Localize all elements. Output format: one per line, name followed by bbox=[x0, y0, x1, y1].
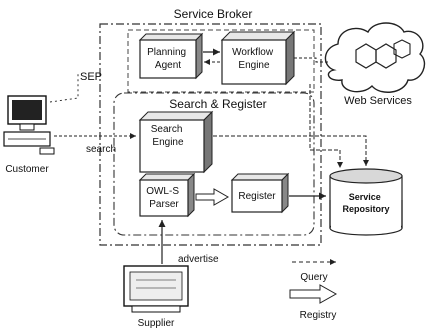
register-box bbox=[230, 172, 290, 214]
search-engine-label: Search Engine bbox=[151, 124, 185, 148]
customer-computer-icon bbox=[3, 95, 55, 155]
owls-parser-label: OWL-S Parser bbox=[146, 186, 182, 210]
workflow-web-link bbox=[294, 57, 330, 63]
customer-label: Customer bbox=[5, 164, 49, 175]
workflow-to-repository-link bbox=[309, 84, 343, 168]
search-register-title: Search & Register bbox=[169, 97, 266, 111]
legend-registry-arrow bbox=[289, 284, 338, 304]
planning-agent-box bbox=[138, 32, 204, 80]
workflow-engine-box bbox=[220, 30, 296, 86]
workflow-engine-label: Workflow Engine bbox=[232, 47, 276, 71]
web-services-cloud bbox=[324, 22, 426, 93]
owls-parser-box bbox=[138, 172, 196, 218]
planning-agent-label: Planning Agent bbox=[147, 47, 189, 71]
register-label: Register bbox=[238, 191, 276, 202]
service-repository-cylinder bbox=[329, 168, 403, 236]
supplier-device-icon bbox=[123, 265, 189, 313]
supplier-label: Supplier bbox=[138, 318, 175, 328]
service-repository-label: Service Repository bbox=[342, 192, 389, 214]
search-to-repository-link bbox=[213, 135, 369, 166]
legend-query-label: Query bbox=[300, 272, 327, 283]
service-broker-box bbox=[99, 23, 322, 246]
web-services-label: Web Services bbox=[344, 95, 412, 107]
advertise-label: advertise bbox=[178, 254, 219, 265]
search-engine-box bbox=[138, 110, 214, 174]
parser-to-register-arrow bbox=[195, 188, 230, 206]
search-register-box bbox=[113, 92, 315, 236]
search-label: search bbox=[86, 144, 116, 155]
service-broker-title: Service Broker bbox=[174, 7, 253, 21]
customer-to-sep-link bbox=[49, 72, 79, 103]
legend-registry-label: Registry bbox=[300, 310, 337, 321]
planning-region bbox=[127, 29, 315, 93]
sep-label: SEP bbox=[80, 71, 102, 83]
